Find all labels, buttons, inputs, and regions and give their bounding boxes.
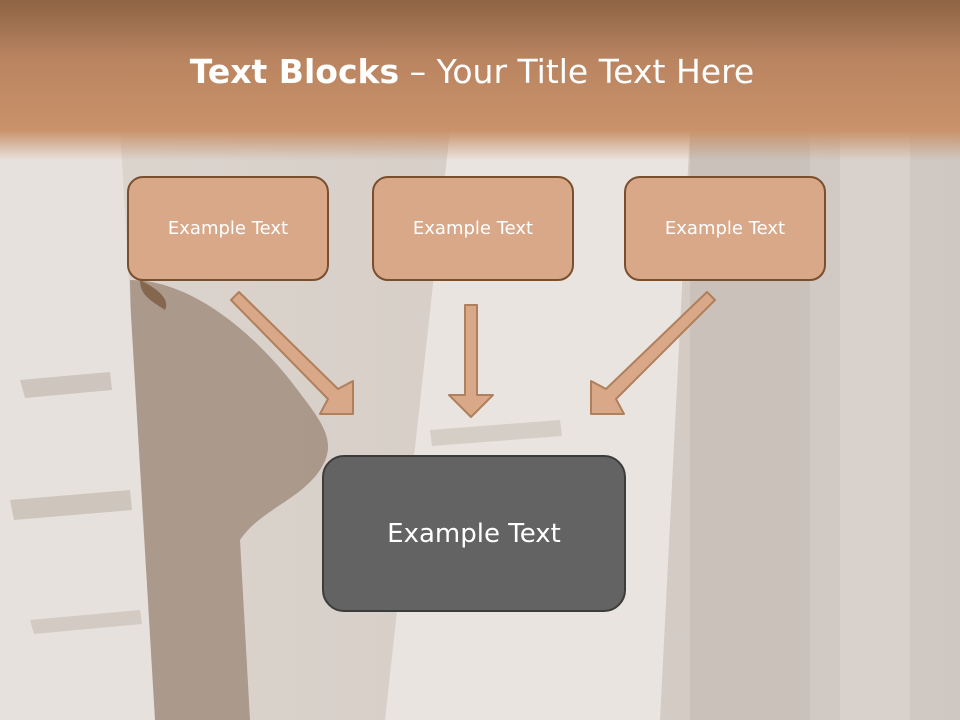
- title-rest: Your Title Text Here: [436, 52, 755, 91]
- main-text-block[interactable]: Example Text: [322, 455, 626, 612]
- text-block-2-label: Example Text: [412, 218, 534, 239]
- title-separator: –: [399, 52, 437, 91]
- arrow-right: [590, 291, 716, 415]
- text-block-3[interactable]: Example Text: [624, 176, 826, 281]
- main-text-block-label: Example Text: [387, 518, 561, 549]
- title-bold-part: Text Blocks: [189, 52, 400, 91]
- text-block-1[interactable]: Example Text: [127, 176, 329, 281]
- text-block-1-label: Example Text: [167, 218, 289, 239]
- arrow-left: [230, 291, 354, 415]
- slide-title: Text Blocks – Your Title Text Here: [0, 52, 944, 91]
- text-block-2[interactable]: Example Text: [372, 176, 574, 281]
- text-block-3-label: Example Text: [664, 218, 786, 239]
- arrow-center: [448, 304, 494, 418]
